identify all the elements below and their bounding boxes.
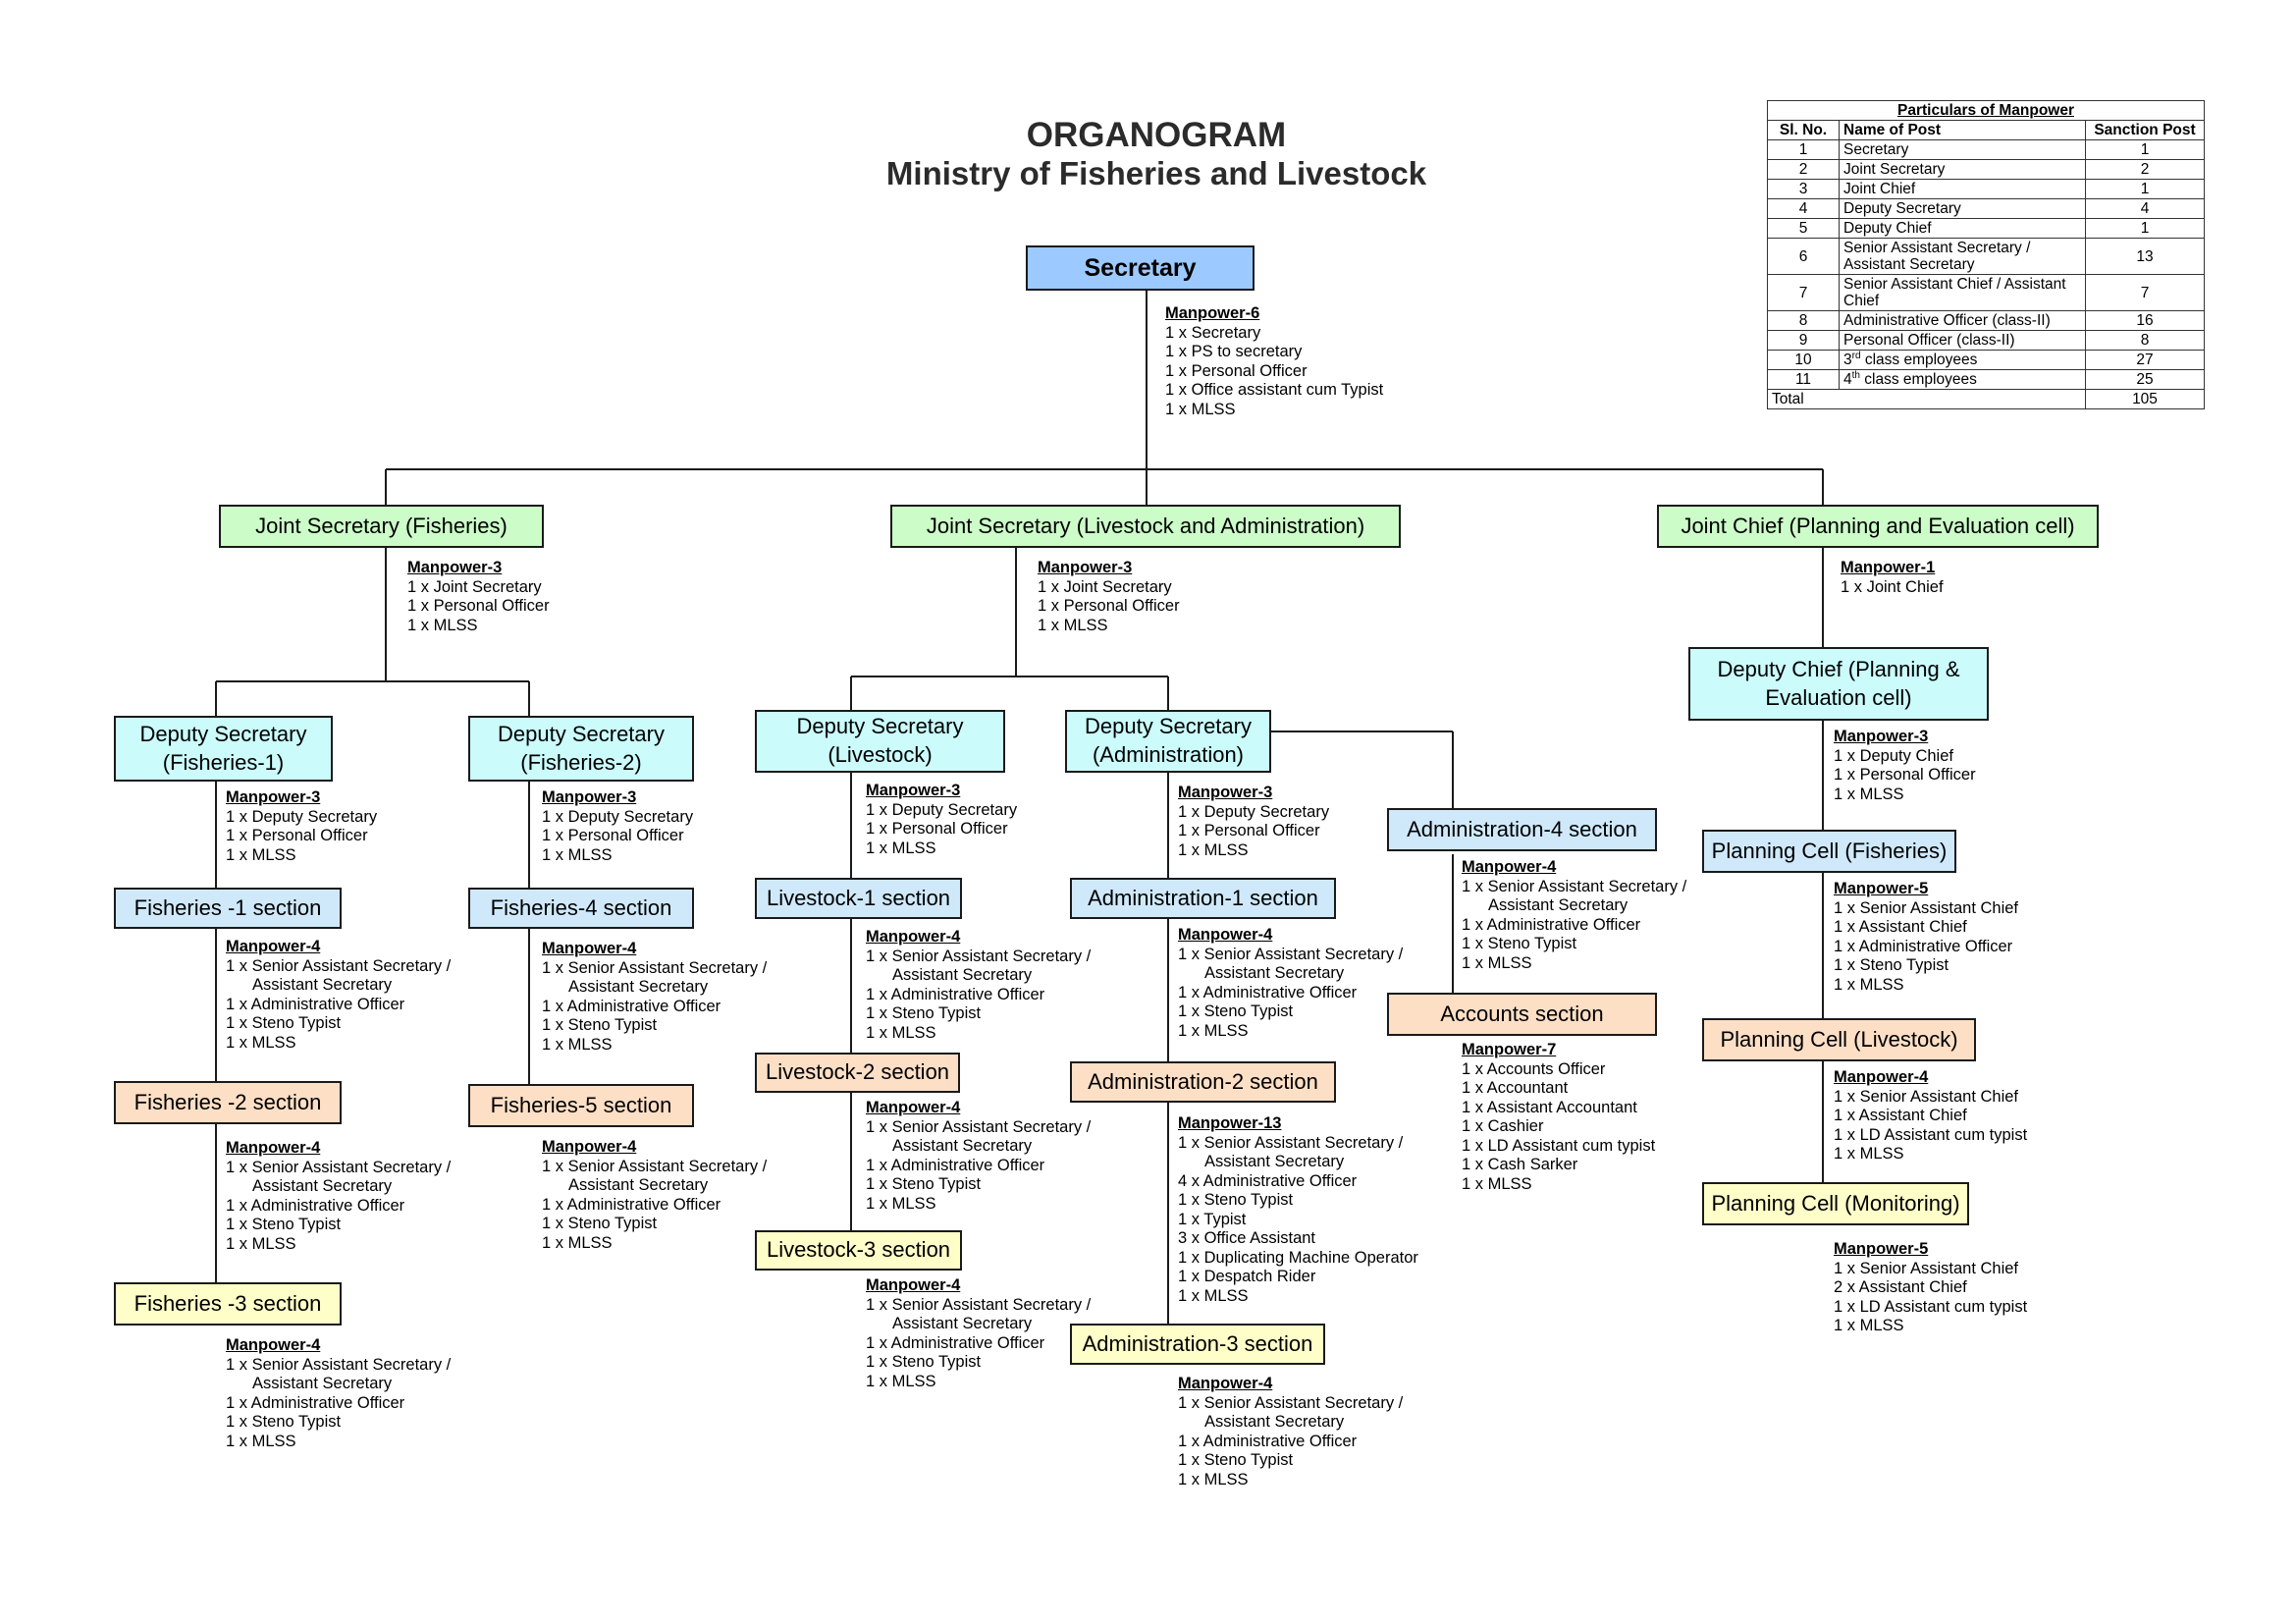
manpower-js-livestock: Manpower-3 1 x Joint Secretary 1 x Perso… xyxy=(1038,559,1180,634)
col-header-sanction: Sanction Post xyxy=(2085,120,2205,140)
col-header-slno: Sl. No. xyxy=(1767,120,1840,140)
node-livestock-1-section: Livestock-1 section xyxy=(755,878,962,919)
node-deputy-secretary-fisheries-1: Deputy Secretary(Fisheries-1) xyxy=(114,716,333,782)
manpower-fisheries-3: Manpower-4 1 x Senior Assistant Secretar… xyxy=(226,1336,452,1450)
node-planning-cell-monitoring: Planning Cell (Monitoring) xyxy=(1702,1182,1969,1225)
manpower-livestock-3: Manpower-4 1 x Senior Assistant Secretar… xyxy=(866,1276,1092,1390)
manpower-dc-planning: Manpower-3 1 x Deputy Chief 1 x Personal… xyxy=(1834,728,1976,803)
manpower-ds-fisheries-2: Manpower-3 1 x Deputy Secretary 1 x Pers… xyxy=(542,788,694,864)
particulars-caption: Particulars of Manpower xyxy=(1767,100,2205,121)
manpower-jc-planning: Manpower-1 1 x Joint Chief xyxy=(1841,559,1944,596)
node-administration-3-section: Administration-3 section xyxy=(1070,1324,1325,1365)
node-livestock-3-section: Livestock-3 section xyxy=(755,1230,962,1271)
manpower-js-fisheries: Manpower-3 1 x Joint Secretary 1 x Perso… xyxy=(407,559,550,634)
manpower-administration-1: Manpower-4 1 x Senior Assistant Secretar… xyxy=(1178,926,1404,1040)
manpower-ds-administration: Manpower-3 1 x Deputy Secretary 1 x Pers… xyxy=(1178,784,1330,859)
manpower-fisheries-1: Manpower-4 1 x Senior Assistant Secretar… xyxy=(226,938,452,1052)
manpower-accounts: Manpower-7 1 x Accounts Officer 1 x Acco… xyxy=(1462,1041,1656,1193)
node-secretary: Secretary xyxy=(1026,245,1255,291)
manpower-planning-livestock: Manpower-4 1 x Senior Assistant Chief 1 … xyxy=(1834,1068,2028,1163)
page-title: ORGANOGRAM xyxy=(1026,116,1287,154)
manpower-administration-4: Manpower-4 1 x Senior Assistant Secretar… xyxy=(1462,858,1687,972)
node-administration-2-section: Administration-2 section xyxy=(1070,1061,1336,1103)
manpower-fisheries-4: Manpower-4 1 x Senior Assistant Secretar… xyxy=(542,940,768,1054)
manpower-fisheries-2: Manpower-4 1 x Senior Assistant Secretar… xyxy=(226,1139,452,1253)
col-header-post: Name of Post xyxy=(1839,120,2086,140)
manpower-fisheries-5: Manpower-4 1 x Senior Assistant Secretar… xyxy=(542,1138,768,1252)
node-deputy-secretary-administration: Deputy Secretary(Administration) xyxy=(1065,710,1271,773)
node-fisheries-3-section: Fisheries -3 section xyxy=(114,1282,342,1326)
node-joint-chief-planning: Joint Chief (Planning and Evaluation cel… xyxy=(1657,505,2099,548)
node-planning-cell-fisheries: Planning Cell (Fisheries) xyxy=(1702,830,1956,873)
manpower-administration-2: Manpower-13 1 x Senior Assistant Secreta… xyxy=(1178,1114,1418,1305)
manpower-administration-3: Manpower-4 1 x Senior Assistant Secretar… xyxy=(1178,1375,1404,1489)
manpower-planning-fisheries: Manpower-5 1 x Senior Assistant Chief 1 … xyxy=(1834,880,2019,994)
node-livestock-2-section: Livestock-2 section xyxy=(755,1053,960,1093)
node-deputy-chief-planning: Deputy Chief (Planning &Evaluation cell) xyxy=(1688,647,1989,721)
particulars-table: Particulars of Manpower Sl. No. Name of … xyxy=(1767,100,2205,409)
manpower-secretary: Manpower-6 1 x Secretary 1 x PS to secre… xyxy=(1165,304,1384,418)
manpower-livestock-1: Manpower-4 1 x Senior Assistant Secretar… xyxy=(866,928,1092,1042)
node-administration-4-section: Administration-4 section xyxy=(1387,808,1657,851)
node-planning-cell-livestock: Planning Cell (Livestock) xyxy=(1702,1018,1976,1061)
node-joint-secretary-fisheries: Joint Secretary (Fisheries) xyxy=(219,505,544,548)
manpower-ds-livestock: Manpower-3 1 x Deputy Secretary 1 x Pers… xyxy=(866,782,1018,857)
node-administration-1-section: Administration-1 section xyxy=(1070,878,1336,919)
node-fisheries-4-section: Fisheries-4 section xyxy=(468,888,694,929)
node-deputy-secretary-fisheries-2: Deputy Secretary(Fisheries-2) xyxy=(468,716,694,782)
page-subtitle: Ministry of Fisheries and Livestock xyxy=(885,155,1427,191)
node-joint-secretary-livestock-admin: Joint Secretary (Livestock and Administr… xyxy=(890,505,1401,548)
manpower-livestock-2: Manpower-4 1 x Senior Assistant Secretar… xyxy=(866,1099,1092,1213)
node-fisheries-2-section: Fisheries -2 section xyxy=(114,1081,342,1124)
manpower-planning-monitoring: Manpower-5 1 x Senior Assistant Chief 2 … xyxy=(1834,1240,2028,1334)
node-fisheries-5-section: Fisheries-5 section xyxy=(468,1084,694,1127)
node-deputy-secretary-livestock: Deputy Secretary(Livestock) xyxy=(755,710,1005,773)
node-accounts-section: Accounts section xyxy=(1387,993,1657,1036)
node-fisheries-1-section: Fisheries -1 section xyxy=(114,888,342,929)
manpower-ds-fisheries-1: Manpower-3 1 x Deputy Secretary 1 x Pers… xyxy=(226,788,378,864)
